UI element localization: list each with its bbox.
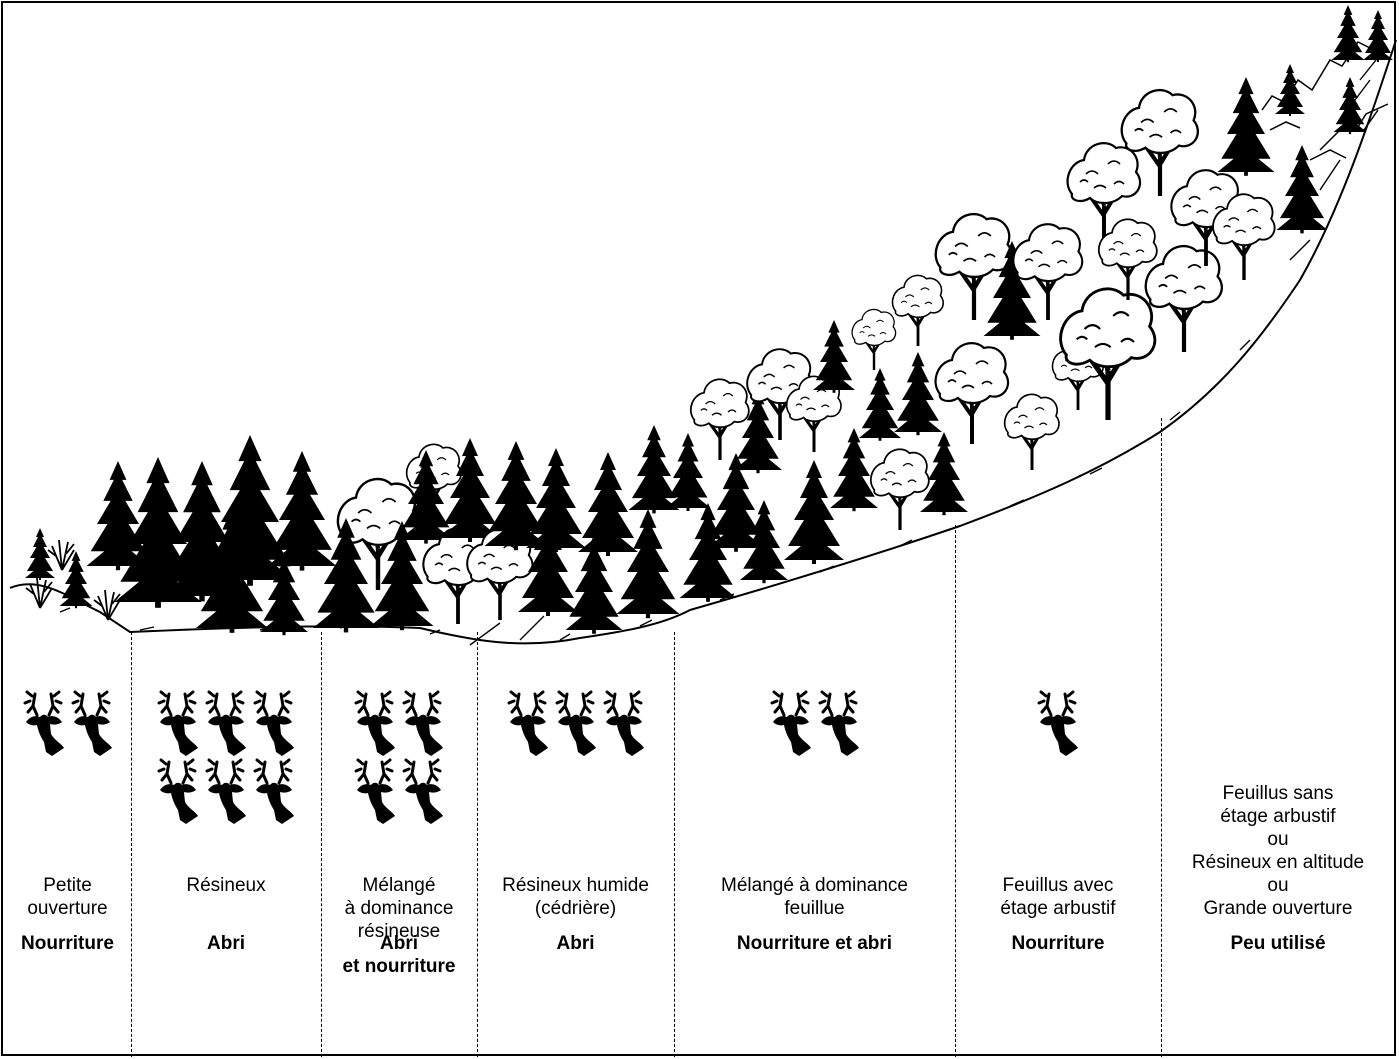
deer-head-icon [354, 690, 397, 756]
mountain-rocks [1261, 41, 1389, 161]
zone-divider [131, 632, 132, 1057]
deer-head-icon [603, 690, 645, 756]
habitat-use-label: Nourriture [21, 933, 114, 954]
zone-label: Mélangé à dominance feuillue [721, 875, 908, 919]
deer-head-icon [205, 758, 248, 824]
zone-resineux-humide: Résineux humide (cédrière) Abri [477, 0, 674, 1059]
deer-usage-icons [321, 690, 477, 824]
zone-peu-utilise: Feuillus sans étage arbustif ou Résineux… [1161, 0, 1395, 1059]
deer-usage-icons [477, 690, 674, 756]
zone-divider [321, 632, 322, 1057]
deer-head-icon [23, 690, 65, 756]
zone-label: Résineux humide (cédrière) [502, 875, 649, 919]
deer-usage-icons [131, 690, 321, 824]
zone-divider [477, 632, 478, 1057]
zone-resineux: Résineux Abri [131, 0, 321, 1059]
deer-usage-icons [4, 690, 131, 756]
zone-divider [955, 525, 956, 1057]
zone-label: Petite ouverture [27, 875, 108, 919]
zone-feuillus-arbustif: Feuillus avec étage arbustif Nourriture [955, 0, 1161, 1059]
deer-head-icon [555, 690, 597, 756]
deer-head-icon [157, 758, 200, 824]
habitat-use-label: Abri et nourriture [342, 933, 456, 977]
deer-head-icon [402, 690, 445, 756]
zone-label: Feuillus avec étage arbustif [1000, 875, 1116, 919]
zone-label: Feuillus sans étage arbustif ou Résineux… [1191, 783, 1365, 919]
deer-head-icon [205, 690, 248, 756]
habitat-use-label: Nourriture et abri [736, 933, 893, 954]
deer-head-icon [818, 690, 860, 756]
deer-head-icon [253, 758, 296, 824]
deer-head-icon [71, 690, 113, 756]
zone-label: Résineux [186, 875, 266, 896]
deer-head-icon [1037, 690, 1080, 756]
habitat-use-label: Nourriture [1011, 933, 1105, 954]
zone-label: Mélangé à dominance résineuse [344, 875, 454, 942]
habitat-use-label: Abri [556, 933, 595, 954]
habitat-use-label: Abri [207, 933, 245, 954]
habitat-use-label: Peu utilisé [1230, 933, 1326, 954]
deer-usage-icons [674, 690, 955, 756]
zone-divider [1161, 418, 1162, 1057]
deer-head-icon [253, 690, 296, 756]
deer-head-icon [507, 690, 549, 756]
deer-head-icon [157, 690, 200, 756]
zone-melange-resineuse: Mélangé à dominance résineuse Abri et no… [321, 0, 477, 1059]
deer-head-icon [770, 690, 812, 756]
zone-petite-ouverture: Petite ouverture Nourriture [4, 0, 131, 1059]
zone-melange-feuillue: Mélangé à dominance feuillue Nourriture … [674, 0, 955, 1059]
deer-usage-icons [955, 690, 1161, 756]
zone-divider [674, 632, 675, 1057]
deer-head-icon [354, 758, 397, 824]
deer-head-icon [402, 758, 445, 824]
